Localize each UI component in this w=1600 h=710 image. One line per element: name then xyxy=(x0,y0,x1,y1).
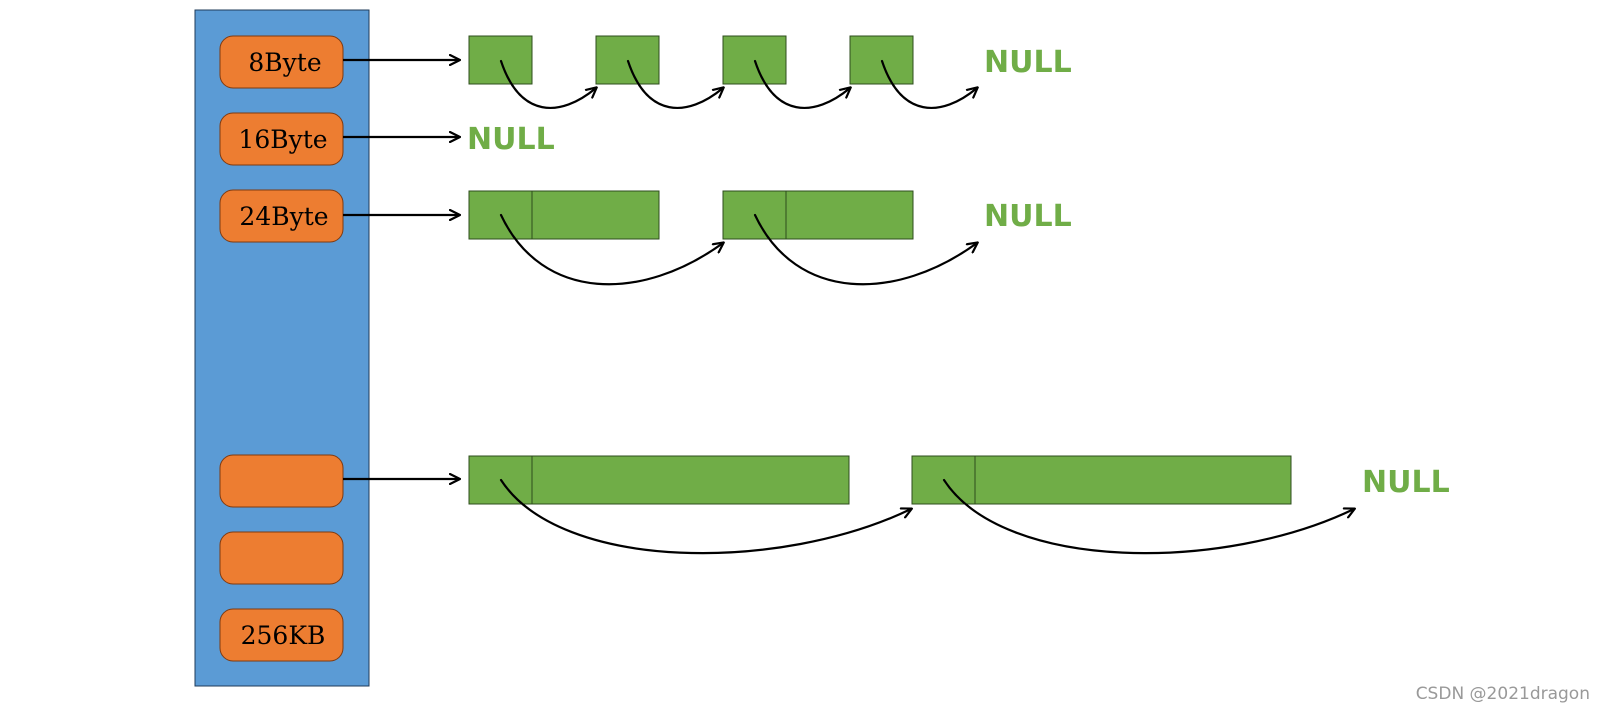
memory-block xyxy=(849,35,914,85)
memory-block xyxy=(468,190,660,240)
bucket-shape xyxy=(219,531,344,585)
bucket-unlabeled-1 xyxy=(219,454,344,508)
null-terminators: NULL NULL NULL NULL xyxy=(467,45,1450,500)
bucket-shape xyxy=(219,608,344,662)
bucket-label: 24Byte xyxy=(239,202,328,231)
bucket-unlabeled-2 xyxy=(219,531,344,585)
next-pointer-arrow xyxy=(753,213,977,286)
watermark-text: CSDN @2021dragon xyxy=(1416,684,1590,704)
bucket-label: 8Byte xyxy=(248,48,321,77)
memory-block xyxy=(595,35,660,85)
next-pointer-arrow xyxy=(499,59,596,109)
bucket-24byte: 24Byte xyxy=(219,189,344,243)
bucket-256kb: 256KB xyxy=(219,608,344,662)
null-terminator: NULL xyxy=(984,199,1072,234)
memory-block xyxy=(722,190,914,240)
bucket-shape xyxy=(219,35,344,89)
bucket-pointer-arrows xyxy=(343,60,459,479)
next-pointer-arrow xyxy=(499,478,911,555)
next-pointer-arrow xyxy=(499,213,723,286)
bucket-16byte: 16Byte xyxy=(219,112,344,166)
null-terminator: NULL xyxy=(984,45,1072,80)
bucket-column: 8Byte 16Byte 24Byte 256KB xyxy=(219,35,344,662)
null-terminator: NULL xyxy=(467,122,555,157)
next-pointer-arrows xyxy=(499,59,1354,555)
memory-block xyxy=(468,35,533,85)
hash-table xyxy=(194,9,370,687)
bucket-label: 256KB xyxy=(241,621,326,650)
memory-block xyxy=(722,35,787,85)
next-pointer-arrow xyxy=(626,59,723,109)
memory-blocks xyxy=(468,35,1292,505)
next-pointer-arrow xyxy=(880,59,977,109)
memory-block xyxy=(911,455,1292,505)
next-pointer-arrow xyxy=(753,59,850,109)
next-pointer-arrow xyxy=(942,478,1354,555)
memory-block xyxy=(468,455,850,505)
bucket-shape xyxy=(219,112,344,166)
bucket-8byte: 8Byte xyxy=(219,35,344,89)
bucket-label: 16Byte xyxy=(238,125,327,154)
bucket-shape xyxy=(219,454,344,508)
null-terminator: NULL xyxy=(1362,465,1450,500)
